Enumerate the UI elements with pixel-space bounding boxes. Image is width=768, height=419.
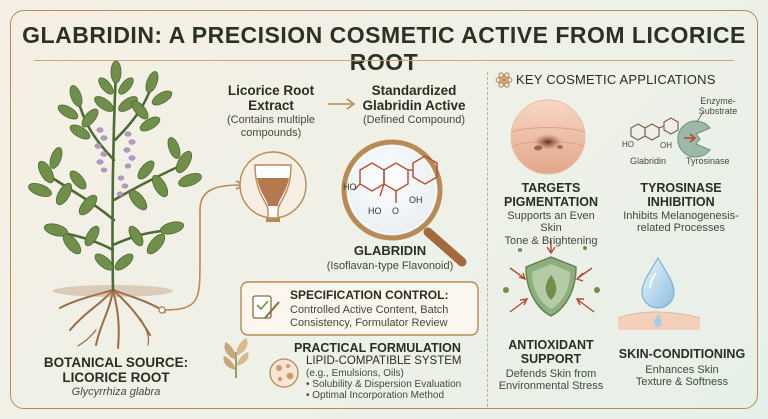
- glabridin-molecule-icon: [353, 155, 438, 203]
- standardized-block: Standardized Glabridin Active (Defined C…: [352, 83, 476, 127]
- connector-line: [162, 184, 241, 311]
- leaf-icon: [28, 60, 202, 271]
- tyrosinase-sub-line1: Inhibits Melanogenesis-: [623, 210, 739, 222]
- sprout-icon: [223, 338, 249, 378]
- enzyme-line2: Substrate: [698, 106, 738, 117]
- spec-heading: SPECIFICATION CONTROL:: [290, 288, 449, 302]
- molecule-label-oh: OH: [409, 195, 423, 205]
- glabridin-name: GLABRIDIN: [353, 243, 427, 258]
- extract-sub-line2: compounds): [240, 126, 302, 139]
- antioxidant-title-line2: SUPPORT: [520, 352, 582, 366]
- enzyme-line1: Enzyme-: [700, 96, 736, 106]
- practical-bullet1: • Solubility & Dispersion Evaluation: [306, 379, 462, 391]
- pigment-title-line2: PIGMENTATION: [504, 195, 598, 209]
- practical-bullet2: • Optimal Incorporation Method: [306, 390, 445, 402]
- emulsion-icon: [269, 358, 299, 388]
- tyrosinase-title-line1: TYROSINASE: [640, 181, 722, 195]
- extract-sub-line1: (Contains multiple: [226, 114, 316, 127]
- extract-title-line1: Licorice Root: [227, 83, 315, 98]
- enzyme-pointer: [696, 111, 704, 123]
- roots-icon: [59, 289, 166, 349]
- tyrosinase-title-line2: INHIBITION: [647, 195, 715, 209]
- standardized-sub: (Defined Compound): [362, 114, 466, 127]
- conditioning-sub-line1: Enhances Skin: [645, 364, 719, 376]
- page-title: GLABRIDIN: A PRECISION COSMETIC ACTIVE F…: [22, 22, 746, 75]
- title-rule: [34, 60, 734, 61]
- flower-icon: [94, 127, 136, 197]
- pigment-title-line1: TARGETS: [521, 181, 581, 195]
- conditioning-sub-line2: Texture & Softness: [635, 376, 729, 389]
- enzyme-substrate-label: Enzyme- Substrate: [688, 96, 748, 116]
- radical-dot-icon: [503, 246, 600, 293]
- pigment-sub-line1: Supports an Even Skin: [507, 210, 595, 235]
- tyr-mol-ho: HO: [622, 140, 634, 149]
- tyrosinase-sub-line2: related Processes: [636, 222, 726, 235]
- antioxidant-title-line1: ANTIOXIDANT: [508, 338, 594, 352]
- extract-title-line2: Extract: [248, 98, 294, 114]
- practical-heading: PRACTICAL FORMULATION: [294, 341, 461, 355]
- tyr-mol-oh: OH: [660, 141, 672, 150]
- tyrosinase-small-label: Tyrosinase: [686, 156, 730, 166]
- extract-flask-icon: [239, 151, 307, 222]
- conditioning-block: SKIN-CONDITIONING Enhances Skin Texture …: [612, 347, 752, 389]
- pigment-block: TARGETS PIGMENTATION Supports an Even Sk…: [496, 181, 606, 247]
- glabridin-sub: (Isoflavan-type Flavonoid): [326, 260, 454, 272]
- botanical-heading-line1: BOTANICAL SOURCE:: [43, 355, 189, 370]
- extract-block: Licorice Root Extract (Contains multiple…: [216, 83, 326, 139]
- spec-line1: Controlled Active Content, Batch: [290, 304, 449, 317]
- skin-conditioning-icon: [617, 256, 701, 330]
- section-divider: [487, 72, 488, 407]
- glabridin-small-label: Glabridin: [630, 156, 667, 166]
- botanical-latin: Glycyrrhiza glabra: [71, 386, 161, 398]
- process-arrow-head: [346, 98, 356, 110]
- molecule-label-ho: HO: [343, 182, 357, 192]
- tyrosinase-molecule-icon: [630, 117, 679, 141]
- spec-box: [240, 281, 479, 336]
- connector-node: [158, 306, 166, 314]
- stress-arrows-icon: [509, 240, 595, 313]
- tyrosinase-block: TYROSINASE INHIBITION Inhibits Melanogen…: [614, 181, 748, 235]
- conditioning-title: SKIN-CONDITIONING: [618, 347, 746, 361]
- botanical-heading-line2: LICORICE ROOT: [62, 370, 170, 386]
- pigment-sub-line2: Tone & Brightening: [504, 234, 598, 247]
- molecule-label-o: O: [392, 206, 399, 216]
- practical-sys-line2: (e.g., Emulsions, Oils): [306, 367, 404, 379]
- molecule-label-ho-2: HO: [368, 206, 382, 216]
- practical-sys-line1: LIPID-COMPATIBLE SYSTEM: [306, 355, 462, 367]
- antioxidant-block: ANTIOXIDANT SUPPORT Defends Skin from En…: [496, 338, 606, 393]
- applications-heading: KEY COSMETIC APPLICATIONS: [516, 72, 716, 87]
- antioxidant-sub-line2: Environmental Stress: [498, 380, 604, 393]
- botanical-heading: BOTANICAL SOURCE: LICORICE ROOT: [26, 355, 206, 385]
- skin-pigmentation-icon: [510, 99, 586, 175]
- atom-icon: [495, 72, 513, 88]
- border-frame: [10, 10, 758, 409]
- licorice-plant-icon: [28, 60, 202, 349]
- spec-text: SPECIFICATION CONTROL: Controlled Active…: [290, 288, 476, 329]
- checklist-icon: [252, 295, 280, 319]
- standardized-title-line1: Standardized: [371, 83, 457, 98]
- practical-body: LIPID-COMPATIBLE SYSTEM (e.g., Emulsions…: [306, 355, 486, 401]
- antioxidant-sub-line1: Defends Skin from: [505, 368, 597, 380]
- standardized-title-line2: Glabridin Active: [362, 98, 466, 114]
- spec-line2: Consistency, Formulator Review: [290, 316, 448, 329]
- antioxidant-shield-icon: [525, 256, 577, 317]
